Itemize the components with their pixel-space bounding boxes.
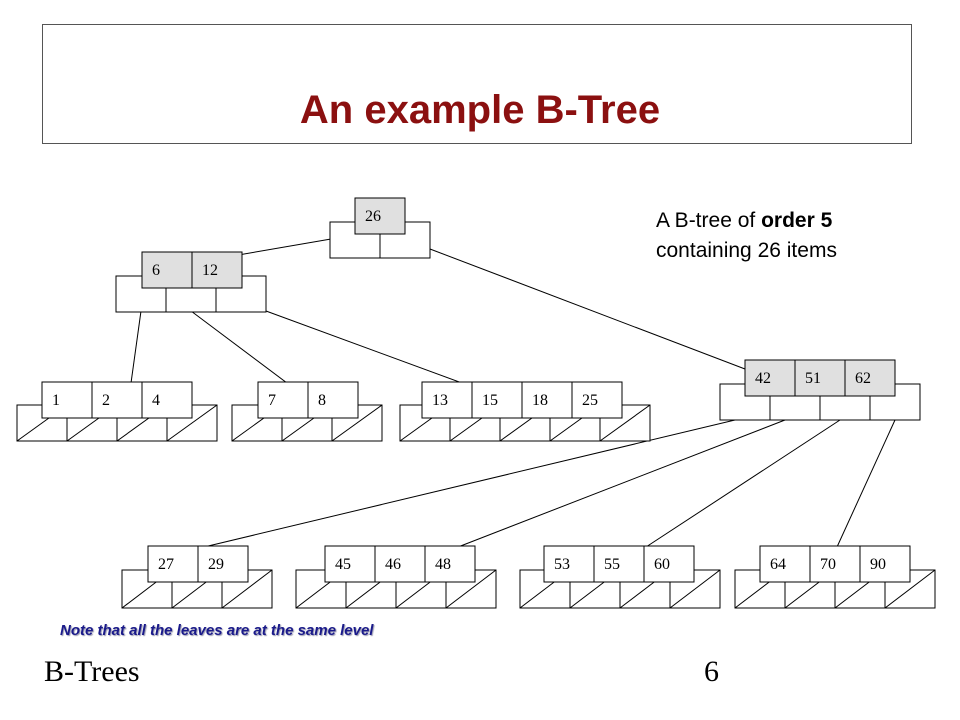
btree-node-n612: 6 12 — [115, 251, 267, 313]
key-label: 6 — [152, 262, 160, 279]
page-number: 6 — [704, 655, 719, 688]
key-row — [759, 545, 911, 583]
null-pointer-slash — [669, 569, 721, 609]
tree-edge-n425162-l5355 — [645, 419, 841, 548]
tree-edge-n612-l124 — [130, 310, 142, 384]
key-label: 70 — [820, 556, 836, 573]
key-label: 26 — [365, 208, 381, 225]
title-frame — [42, 24, 912, 144]
key-label: 1 — [52, 392, 60, 409]
null-pointer-slash — [884, 569, 936, 609]
key-row — [324, 545, 476, 583]
key-label: 60 — [654, 556, 670, 573]
btree-node-l6470: 64 70 90 — [734, 545, 936, 609]
key-label: 42 — [755, 370, 771, 387]
key-label: 46 — [385, 556, 401, 573]
tree-edge-n425162-l4546 — [457, 419, 786, 548]
key-label: 29 — [208, 556, 224, 573]
key-label: 2 — [102, 392, 110, 409]
key-row — [744, 359, 896, 397]
description-order: order 5 — [761, 209, 833, 232]
key-label: 51 — [805, 370, 821, 387]
key-label: 25 — [582, 392, 598, 409]
key-row — [41, 381, 193, 419]
null-pointer-slash — [445, 569, 497, 609]
key-label: 15 — [482, 392, 498, 409]
key-label: 13 — [432, 392, 448, 409]
btree-node-l13: 13 15 18 25 — [399, 381, 651, 442]
key-label: 4 — [152, 392, 160, 409]
key-label: 48 — [435, 556, 451, 573]
null-pointer-slash — [221, 569, 273, 609]
key-label: 7 — [268, 392, 276, 409]
btree-node-l2729: 27 29 — [121, 545, 273, 609]
btree-node-l4546: 45 46 48 — [295, 545, 497, 609]
tree-edge-root-n425162 — [429, 248, 746, 370]
slide-title: An example B-Tree — [299, 88, 661, 132]
btree-node-l124: 1 2 4 — [16, 381, 218, 442]
btree-node-root: 26 — [329, 197, 431, 259]
leaf-level-note: Note that all the leaves are at the same… — [60, 622, 374, 639]
null-pointer-slash — [599, 404, 651, 442]
tree-description: A B-tree of order 5 containing 26 items — [656, 206, 837, 266]
null-pointer-slash — [331, 404, 383, 442]
key-label: 62 — [855, 370, 871, 387]
key-label: 45 — [335, 556, 351, 573]
key-label: 55 — [604, 556, 620, 573]
tree-edge-n425162-l6470 — [836, 419, 896, 548]
null-pointer-slash — [166, 404, 218, 442]
footer-topic: B-Trees — [44, 655, 140, 688]
key-row — [543, 545, 695, 583]
key-label: 90 — [870, 556, 886, 573]
description-prefix: A B-tree of — [656, 209, 762, 232]
description-line-1: A B-tree of order 5 — [656, 206, 837, 236]
key-label: 18 — [532, 392, 548, 409]
key-label: 8 — [318, 392, 326, 409]
key-label: 27 — [158, 556, 174, 573]
key-row — [354, 197, 406, 235]
key-label: 12 — [202, 262, 218, 279]
tree-edge-n612-l13 — [265, 310, 463, 384]
btree-node-l5355: 53 55 60 — [519, 545, 721, 609]
key-label: 64 — [770, 556, 786, 573]
tree-edge-n612-l78 — [190, 310, 288, 384]
btree-node-n425162: 42 51 62 — [719, 359, 921, 421]
key-label: 53 — [554, 556, 570, 573]
description-line-2: containing 26 items — [656, 239, 837, 262]
